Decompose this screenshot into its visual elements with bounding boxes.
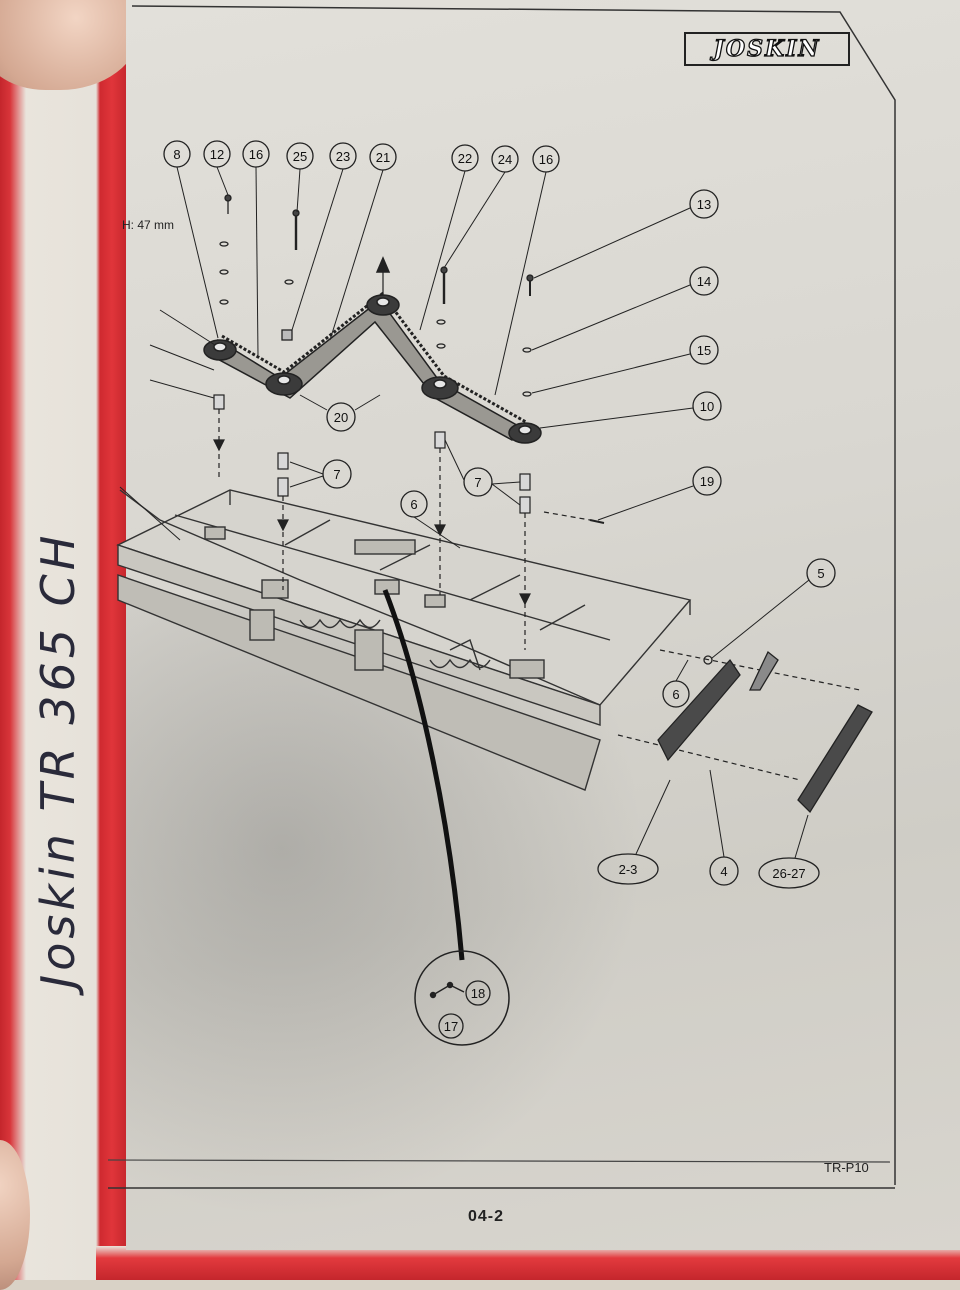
callout-8: 8 — [173, 147, 180, 162]
binder-spine — [0, 0, 128, 1280]
callout-6a: 6 — [410, 497, 417, 512]
spacers — [213, 394, 861, 781]
binder-bottom-edge — [96, 1246, 960, 1280]
callout-7b: 7 — [474, 475, 481, 490]
callout-16b: 16 — [539, 152, 553, 167]
callout-labels: 8 12 16 25 23 21 22 24 16 13 14 15 10 19… — [173, 147, 824, 1034]
callout-20: 20 — [334, 410, 348, 425]
callout-16a: 16 — [249, 147, 263, 162]
callout-21: 21 — [376, 150, 390, 165]
light-brackets — [657, 650, 873, 814]
callout-6b: 6 — [672, 687, 679, 702]
callout-23: 23 — [336, 149, 350, 164]
detail-circle — [414, 950, 510, 1046]
callout-12: 12 — [210, 147, 224, 162]
callout-25: 25 — [293, 149, 307, 164]
callout-17: 17 — [444, 1019, 458, 1034]
callout-10: 10 — [700, 399, 714, 414]
callout-4: 4 — [720, 864, 727, 879]
belt-assembly — [203, 256, 542, 444]
callout-15: 15 — [697, 343, 711, 358]
cable — [382, 589, 465, 961]
page-number: 04-2 — [468, 1208, 505, 1225]
fasteners — [219, 194, 605, 524]
drawing-reference: TR-P10 — [824, 1160, 869, 1175]
callout-26-27: 26-27 — [772, 866, 805, 881]
brand-text: JOSKIN — [713, 35, 821, 62]
leader-lines — [119, 166, 810, 859]
callout-24: 24 — [498, 152, 512, 167]
callout-13: 13 — [697, 197, 711, 212]
callout-7a: 7 — [333, 467, 340, 482]
callout-14: 14 — [697, 274, 711, 289]
callout-2-3: 2-3 — [619, 862, 638, 877]
callout-18: 18 — [471, 986, 485, 1001]
callout-22: 22 — [458, 151, 472, 166]
joskin-logo: JOSKIN — [684, 32, 850, 66]
dimension-label: H: 47 mm — [122, 218, 175, 232]
callout-19: 19 — [700, 474, 714, 489]
callout-5: 5 — [817, 566, 824, 581]
chassis-frame — [116, 489, 692, 791]
